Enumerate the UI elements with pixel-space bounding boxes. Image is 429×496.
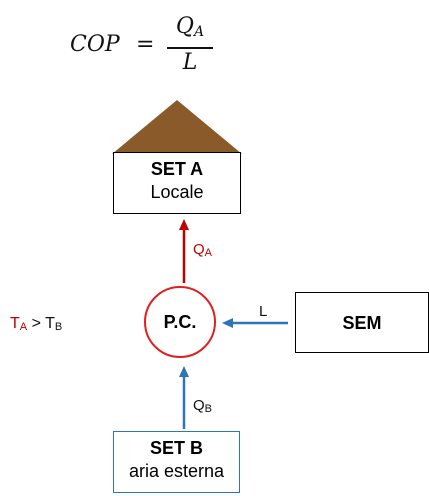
formula-equals: =: [136, 32, 155, 57]
qb-label-sub: B: [204, 403, 213, 415]
temp-left-main: T: [10, 315, 20, 332]
formula-denominator: L: [182, 50, 198, 75]
qa-label-main: Q: [193, 241, 205, 258]
qa-label: QA: [193, 241, 212, 262]
temp-right-main: T: [45, 315, 55, 332]
temp-right-sub: B: [54, 321, 63, 333]
qb-arrow-head: [179, 366, 189, 377]
sem-label: SEM: [342, 313, 382, 333]
temp-left-sub: A: [19, 321, 28, 333]
set-b-title: SET B: [149, 438, 203, 458]
set-b-subtitle: aria esterna: [128, 461, 225, 481]
temp-operator: >: [27, 315, 46, 332]
sem-box: SEM: [295, 292, 429, 353]
temp-left: TA: [10, 315, 28, 333]
heat-pump-label: P.C.: [163, 312, 197, 332]
roof-shape: [112, 100, 242, 154]
set-a-subtitle: Locale: [150, 182, 204, 202]
qb-label-main: Q: [193, 397, 205, 414]
temperature-relation: TA > TB: [10, 315, 62, 333]
formula-numerator: QA: [165, 14, 215, 45]
l-label: L: [259, 303, 268, 320]
formula-numerator-main: Q: [175, 14, 194, 39]
qb-label: QB: [193, 397, 212, 418]
formula-fraction: QA L: [165, 14, 215, 75]
temp-right: TB: [45, 315, 63, 333]
formula-numerator-sub: A: [193, 24, 205, 40]
house-roof-icon: [112, 100, 242, 154]
formula-lhs: COP: [70, 32, 120, 57]
fraction-bar: [167, 47, 213, 49]
l-arrow-head: [222, 318, 233, 328]
cop-formula: COP = QA L: [70, 14, 230, 75]
set-a-title: SET A: [150, 159, 204, 179]
set-b-box: SET B aria esterna: [113, 431, 240, 493]
heat-pump-circle: P.C.: [144, 286, 216, 358]
qa-arrow-head: [179, 219, 189, 230]
set-a-box: SET A Locale: [113, 152, 241, 214]
qa-label-sub: A: [204, 247, 213, 259]
